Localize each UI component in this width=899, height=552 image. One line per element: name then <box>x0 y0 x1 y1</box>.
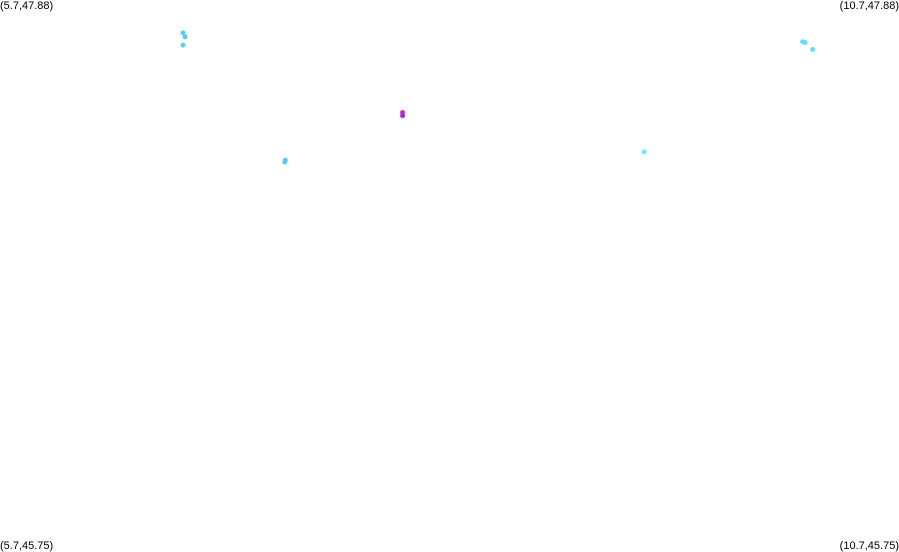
map-point-1 <box>180 30 186 36</box>
map-point-11 <box>810 47 816 52</box>
map-point-3 <box>180 42 186 48</box>
map-point-5 <box>400 113 406 119</box>
map-point-2 <box>182 34 188 40</box>
map-point-7 <box>282 159 288 165</box>
corner-label-bottom-right: (10.7,45.75) <box>839 540 899 552</box>
corner-label-bottom-left: (5.7,45.75) <box>0 540 54 552</box>
map-point-10 <box>802 40 808 45</box>
map-point-8 <box>641 149 647 155</box>
corner-label-top-left: (5.7,47.88) <box>0 0 54 12</box>
corner-label-top-right: (10.7,47.88) <box>839 0 899 12</box>
points-layer <box>180 30 816 165</box>
